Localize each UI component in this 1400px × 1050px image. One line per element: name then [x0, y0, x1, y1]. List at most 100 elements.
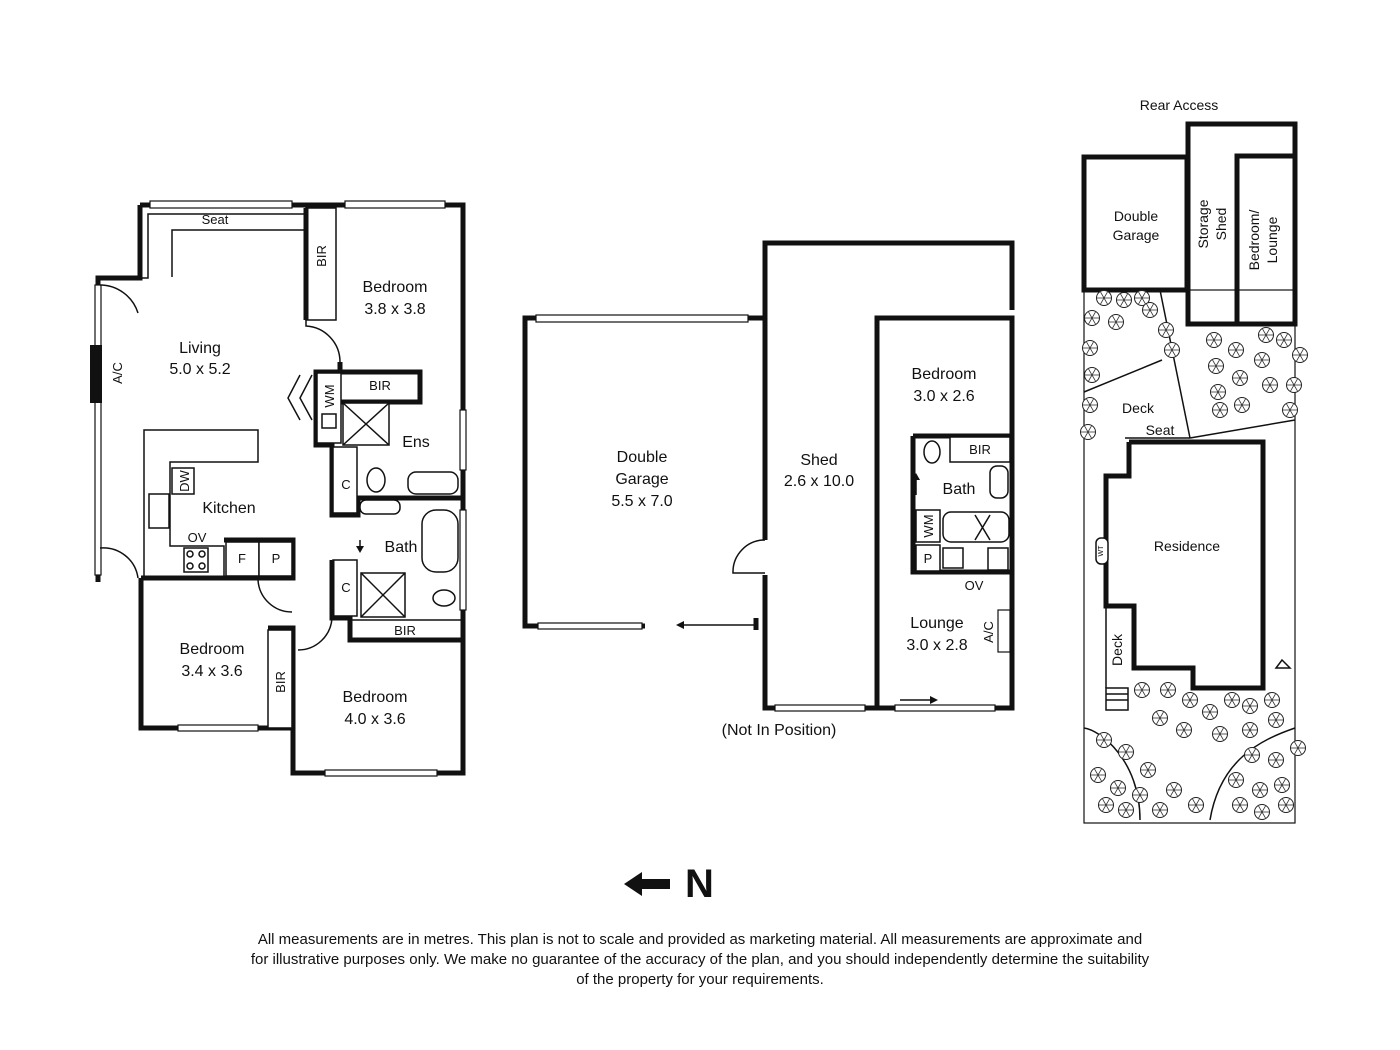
label-ov: OV [188, 530, 207, 545]
label-site-garage-2: Garage [1113, 227, 1160, 243]
label-rear-access: Rear Access [1140, 97, 1219, 113]
label-ob-bath: Bath [943, 481, 976, 498]
steps [1105, 687, 1129, 711]
label-dw: DW [177, 469, 192, 491]
label-seat: Seat [202, 212, 229, 227]
vanity-icon [407, 471, 459, 495]
label-deck-top: Deck [1122, 400, 1155, 416]
fridge [225, 541, 260, 577]
door-swing [99, 547, 139, 579]
label-garage-2: Garage [615, 471, 668, 488]
label-garage: Double [617, 449, 668, 466]
label-site-garage: Double [1114, 208, 1159, 224]
interior-wall [268, 625, 296, 728]
label-bedroom-bottom: Bedroom [343, 689, 408, 706]
label-lounge-size: 3.0 x 2.8 [906, 637, 967, 654]
window [774, 704, 866, 712]
bay-window [139, 208, 305, 279]
label-ob-p: P [924, 551, 933, 566]
basin-icon [359, 499, 401, 515]
door-swing [732, 539, 766, 574]
label-bedroom-left: Bedroom [180, 641, 245, 658]
label-bir-ens: BIR [369, 378, 391, 393]
door-swing [99, 284, 139, 314]
house-west-wall [95, 205, 143, 582]
label-living-size: 5.0 x 5.2 [169, 361, 230, 378]
bir-cabinet [949, 436, 1011, 463]
window [94, 284, 102, 576]
pantry [258, 541, 293, 577]
label-bedroom-lounge: Bedroom/ [1246, 210, 1262, 271]
bir-cabinet [267, 629, 293, 729]
label-wt: WT [1098, 545, 1105, 557]
label-ob-bir: BIR [969, 442, 991, 457]
garage-door [535, 314, 749, 323]
bathtub-icon [942, 511, 1010, 543]
shed-wall [762, 240, 1015, 318]
window [894, 704, 996, 712]
toilet-icon [366, 467, 386, 493]
label-bedroom-main-size: 3.8 x 3.8 [364, 301, 425, 318]
water-tank [1095, 537, 1109, 565]
arrow [356, 546, 364, 553]
wm-cabinet [915, 509, 941, 543]
north-arrow [624, 872, 670, 896]
kitchen-wall [141, 537, 296, 581]
label-not-in-position: (Not In Position) [722, 722, 837, 739]
arrow-left-icon [624, 872, 670, 896]
sink-icon [148, 493, 170, 529]
ac-unit [997, 609, 1011, 653]
label-ob-ov: OV [965, 578, 984, 593]
door-swing [257, 579, 293, 613]
label-bir-bath: BIR [394, 623, 416, 638]
label-f: F [238, 551, 246, 566]
house-plan [90, 200, 467, 777]
site-bedroom-wall [1234, 153, 1295, 324]
door-swing [297, 617, 333, 651]
wm-icon [321, 413, 337, 429]
label-storage-2: Shed [1213, 208, 1229, 241]
pantry [915, 544, 941, 572]
window [537, 622, 643, 630]
label-bath: Bath [385, 539, 418, 556]
interior-wall [313, 362, 463, 518]
bathtub-icon [421, 509, 459, 573]
site-residence [1103, 439, 1266, 691]
label-site-seat: Seat [1146, 422, 1175, 438]
cupboard [332, 559, 358, 617]
label-wm: WM [322, 384, 337, 407]
outbuilding-plan [522, 240, 1015, 712]
door-swing [305, 320, 341, 363]
seat-outline [171, 229, 305, 277]
garden-trees [1080, 290, 1308, 820]
label-bir: BIR [314, 245, 329, 267]
label-ob-wm: WM [921, 514, 936, 537]
label-p: P [272, 551, 281, 566]
disclaimer-text: All measurements are in metres. This pla… [250, 931, 1150, 988]
oven-icon [987, 547, 1009, 571]
label-ob-bedroom-size: 3.0 x 2.6 [913, 388, 974, 405]
label-residence: Residence [1154, 538, 1220, 554]
window [149, 200, 293, 209]
label-bedroom-bottom-size: 4.0 x 3.6 [344, 711, 405, 728]
label-storage: Storage [1195, 199, 1211, 248]
basin-icon [989, 465, 1009, 499]
label-bedroom-left-size: 3.4 x 3.6 [181, 663, 242, 680]
label-bedroom-lounge-2: Lounge [1264, 216, 1280, 263]
bir-cabinet [305, 207, 337, 321]
label-kitchen: Kitchen [202, 500, 255, 517]
labels: Seat BIR Living 5.0 x 5.2 A/C Bedroom 3.… [110, 97, 1280, 739]
window [459, 409, 467, 471]
toilet-icon [432, 589, 456, 607]
wm-cabinet [316, 372, 342, 444]
bath-wall [910, 436, 1012, 575]
label-ob-bedroom: Bedroom [912, 366, 977, 383]
ens-bir-wall [340, 369, 423, 405]
kitchen-bench [143, 429, 259, 578]
label-ens: Ens [402, 434, 430, 451]
cupboard [332, 446, 358, 514]
garden-path [1209, 727, 1296, 821]
label-shed: Shed [800, 452, 837, 469]
label-ob-ac: A/C [981, 621, 996, 643]
